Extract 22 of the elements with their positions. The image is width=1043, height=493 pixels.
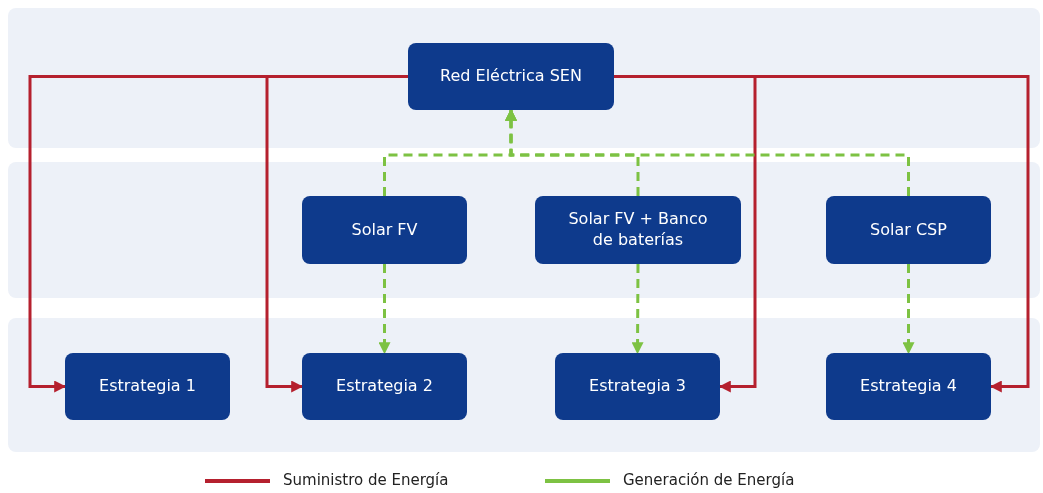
process-box [302,196,467,264]
process-box [408,43,614,110]
legend-label: Generación de Energía [623,471,795,489]
connector-arrow [902,264,915,355]
connector-arrow [631,264,644,355]
legend-label: Suministro de Energía [283,471,449,489]
process-box [555,353,720,420]
box-label: Estrategia 2 [335,376,434,397]
process-box [826,196,991,264]
box-label: Estrategia 3 [588,376,687,397]
box-label: Solar CSP [869,219,948,241]
box-label: Solar FV [350,219,419,241]
box-label: Solar FV + Banco de baterías [567,209,709,251]
process-box [302,353,467,420]
box-label: Estrategia 4 [859,376,958,397]
process-box [535,196,741,264]
process-box [65,353,230,420]
box-label: Estrategia 1 [98,376,197,397]
connector-arrow [378,264,391,355]
box-label: Red Eléctrica SEN [439,66,583,87]
connector-arrow [505,108,910,196]
process-box [826,353,991,420]
